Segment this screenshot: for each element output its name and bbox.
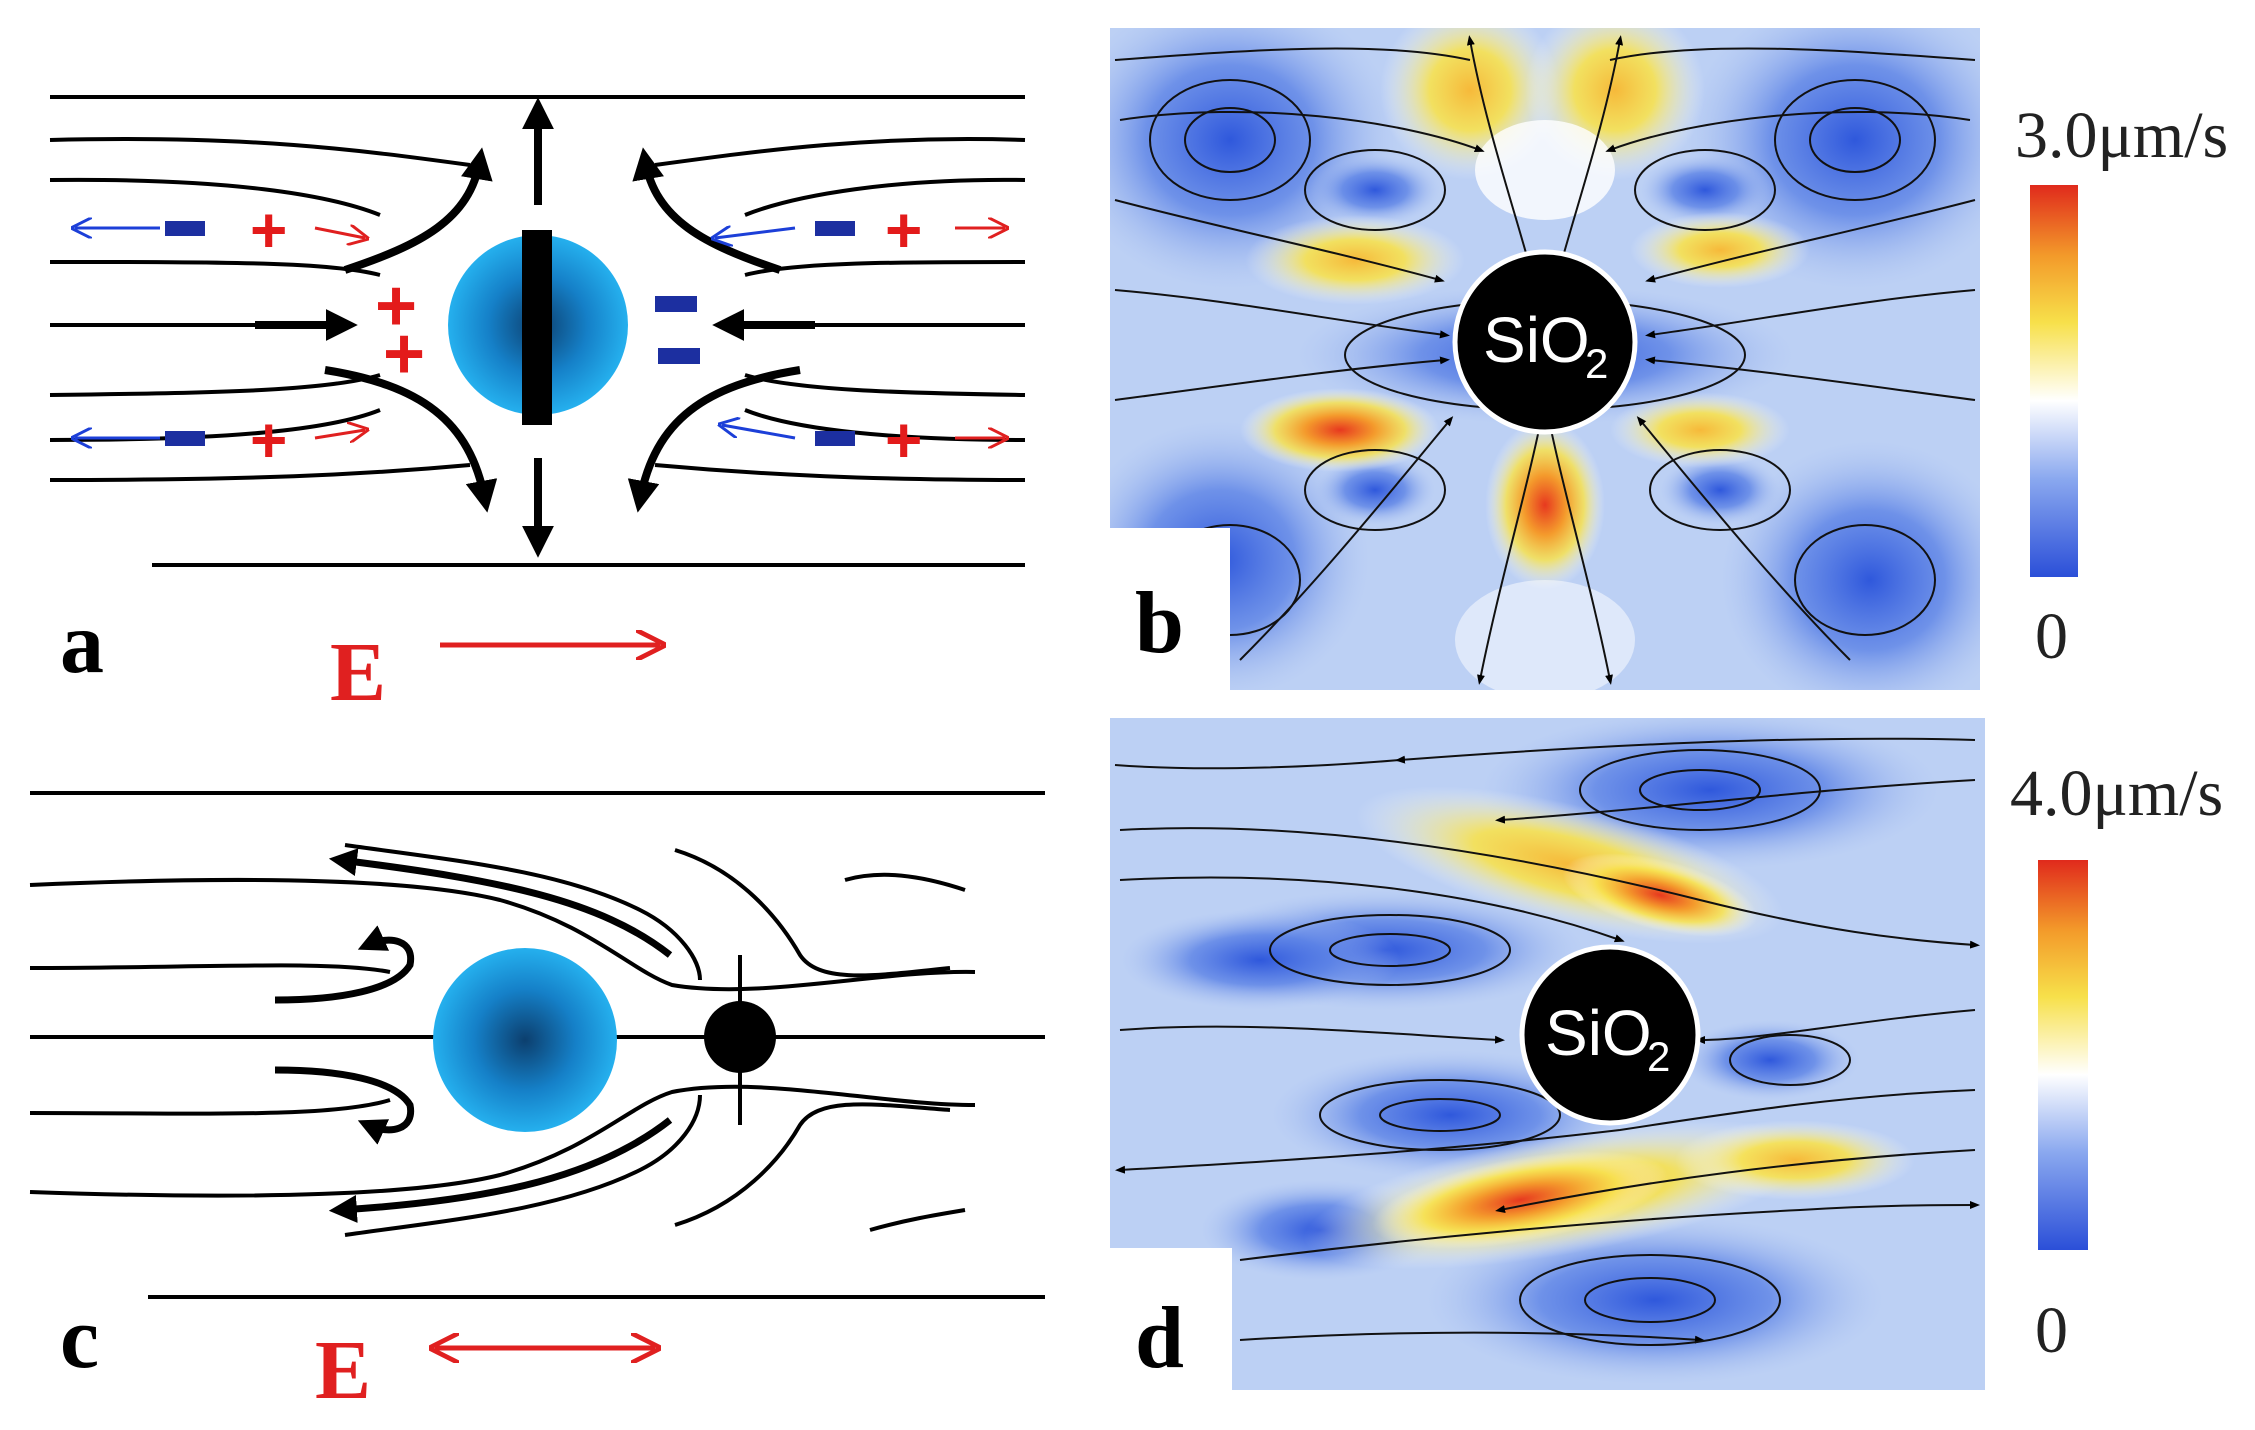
field-lines-c [29,791,1045,1299]
particle-icon [1519,944,1701,1126]
colorbar-b [2030,185,2078,577]
svg-text:+: + [250,194,287,266]
colorbar-max-b: 3.0μm/s [2015,99,2228,172]
colorbar-min-d: 0 [2035,1294,2068,1367]
panel-b: SiO 2 3.0μm/s 0 b [1110,28,2228,690]
electrode-bar [522,230,552,425]
particle-icon [1452,249,1638,435]
colorbar-min-b: 0 [2035,600,2068,673]
charges-a: + + + + + + [75,194,1005,476]
svg-text:+: + [885,404,922,476]
colorbar-max-d: 4.0μm/s [2010,757,2223,830]
svg-text:+: + [885,194,922,266]
small-particle [704,1001,776,1073]
panel-d: SiO 2 4.0μm/s 0 d [1110,718,2223,1390]
panel-b-letter: b [1135,575,1184,672]
streamlines-d [1114,737,1980,1346]
field-label-a: E [330,626,386,719]
particle-sub-b: 2 [1585,340,1608,387]
svg-text:+: + [250,404,287,476]
panel-a-letter: a [60,595,104,692]
panel-c-letter: c [60,1290,99,1387]
plus-icon: + [375,266,417,346]
panel-a: + + + + + + a E [49,95,1026,719]
particle-label-d: SiO [1545,997,1652,1069]
panel-c: c E [29,791,1045,1417]
flow-arrows-a [255,97,815,558]
particle-sub-d: 2 [1647,1033,1670,1080]
panel-d-letter: d [1135,1290,1184,1387]
flow-arrows-c [274,848,673,1223]
particle-icon [433,948,617,1132]
minus-icon [655,296,697,312]
particle-label-b: SiO [1483,304,1590,376]
velocity-map-b [1110,28,1980,690]
field-label-c: E [315,1324,371,1417]
streamlines-b [1114,35,1976,685]
svg-text:+: + [383,314,425,394]
colorbar-d [2038,860,2088,1250]
velocity-map-d [1120,718,1940,1385]
